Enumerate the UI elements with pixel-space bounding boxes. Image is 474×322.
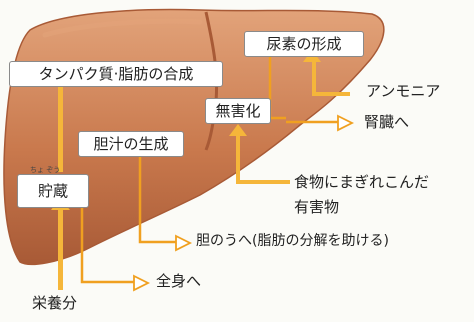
label-harmful-substances-line1: 食物にまぎれこんだ xyxy=(294,173,430,191)
box-detoxification: 無害化 xyxy=(205,98,271,124)
label-ammonia: アンモニア xyxy=(366,82,441,100)
label-to-gallbladder: 胆のうへ(脂肪の分解を助ける) xyxy=(196,233,389,249)
arrow-storage-to-body-head xyxy=(133,274,151,292)
arrow-bile-to-gallbladder-head xyxy=(175,234,193,252)
arrow-harmful-to-detox-head xyxy=(229,124,247,136)
arrow-ammonia-to-urea xyxy=(312,60,350,96)
label-to-kidney: 腎臓へ xyxy=(364,113,410,131)
box-protein-fat-synthesis: タンパク質·脂肪の合成 xyxy=(9,61,223,87)
storage-reading: ちょ ぞう xyxy=(30,166,61,174)
liver-highlight xyxy=(42,18,203,38)
arrow-detox-to-kidney-head xyxy=(337,114,355,132)
label-to-whole-body: 全身へ xyxy=(156,272,202,290)
box-urea-formation: 尿素の形成 xyxy=(244,31,364,57)
arrow-bile-to-gallbladder xyxy=(138,156,178,244)
arrow-nutrients-to-storage xyxy=(58,208,63,290)
box-storage: 貯蔵 xyxy=(17,174,89,208)
label-harmful-substances-line2: 有害物 xyxy=(294,198,340,216)
label-nutrients: 栄養分 xyxy=(32,294,78,312)
arrow-storage-to-body xyxy=(80,206,136,284)
arrow-storage-to-protein xyxy=(58,84,63,172)
box-bile-production: 胆汁の生成 xyxy=(78,131,184,157)
